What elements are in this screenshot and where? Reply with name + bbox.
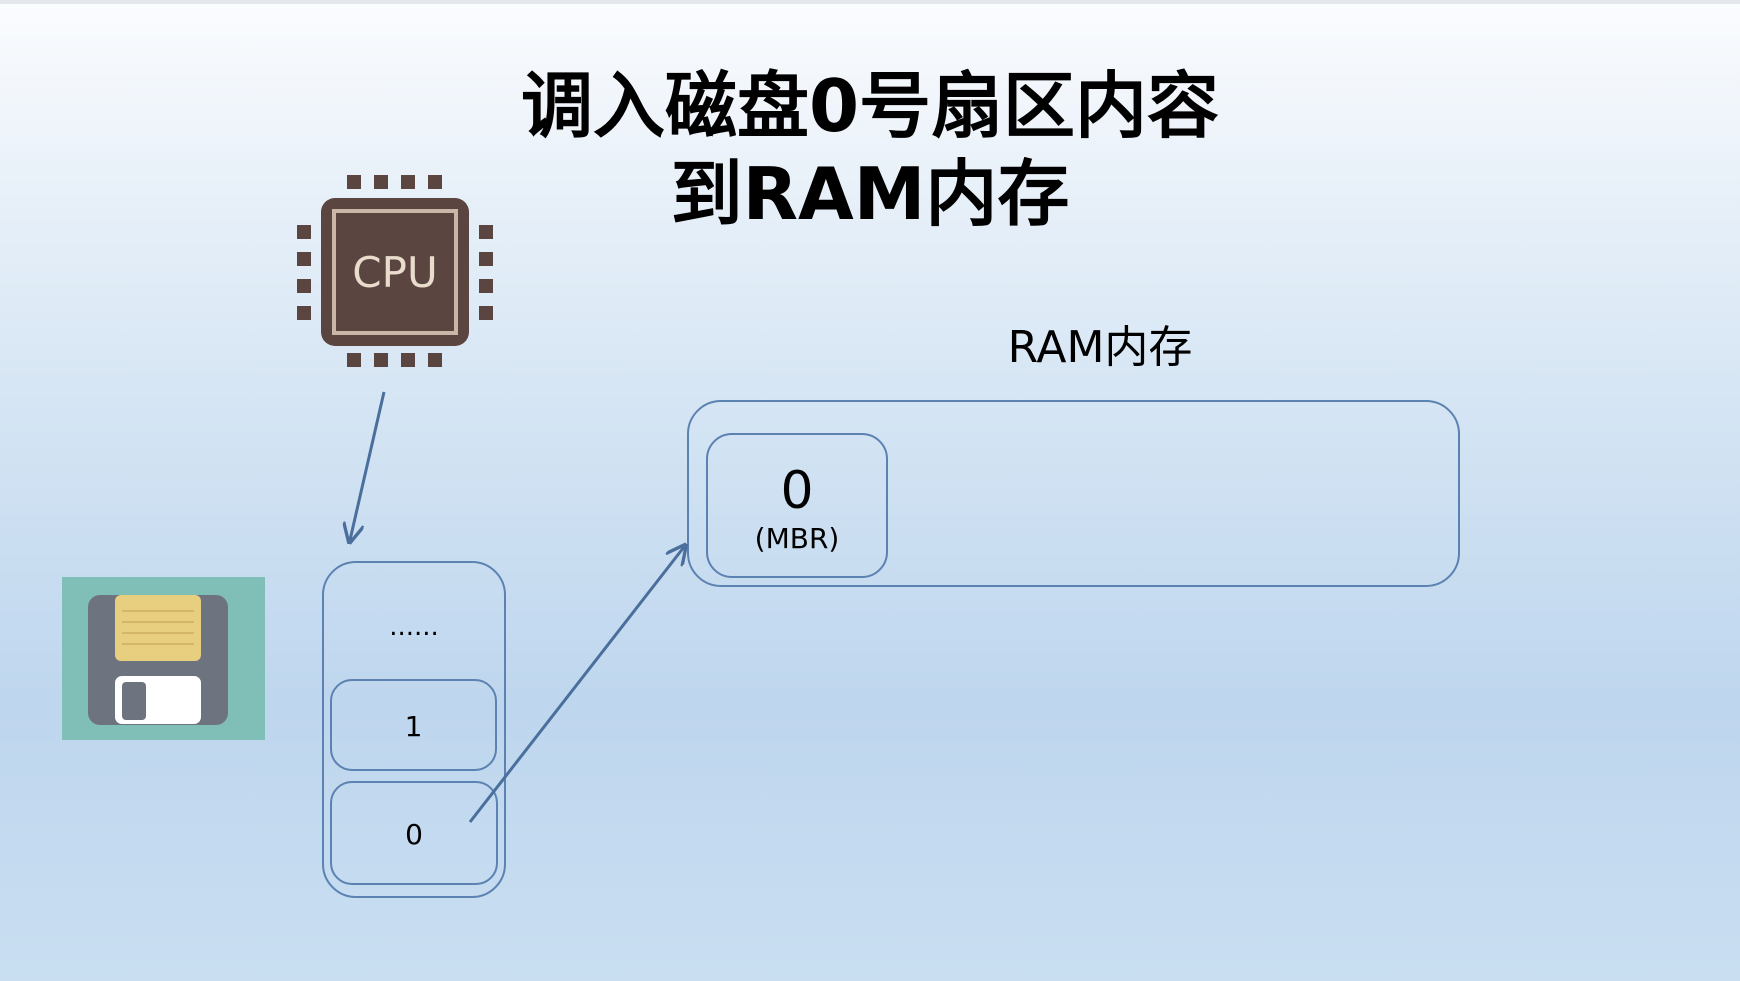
ram-box [687,400,1460,587]
ram-cell-number: 0 [780,461,814,521]
slide-title: 调入磁盘0号扇区内容 到RAM内存 [430,62,1310,238]
slide-title-line-1: 调入磁盘0号扇区内容 [520,64,1220,148]
floppy-label [115,595,201,661]
floppy-disk-icon [62,577,265,740]
floppy-label-lines [122,610,194,645]
floppy-shutter-window [122,682,146,720]
cpu-to-disk-arrow [350,391,386,540]
ram-cell-mbr: 0 (MBR) [706,433,888,578]
top-divider [0,0,1740,4]
cpu-pins [297,175,493,367]
disk-sector-ellipsis: ...... [389,612,439,642]
disk-sector-0: 0 [330,781,498,885]
ram-cell-sub: (MBR) [754,522,840,555]
cpu-outline [332,209,458,335]
slide-title-line-2: 到RAM内存 [670,152,1070,236]
cpu-label: CPU [352,248,437,297]
cpu-body [321,198,469,346]
ram-label: RAM内存 [1007,322,1193,373]
disk-sector-1: 1 [330,679,497,771]
cpu-chip-icon: CPU [297,175,493,367]
